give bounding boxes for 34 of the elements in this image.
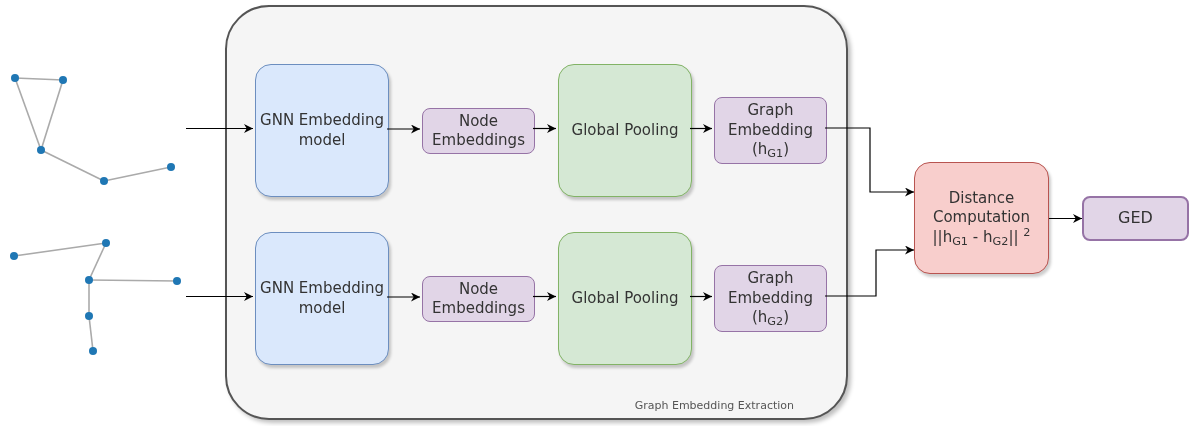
arrow: [1048, 214, 1083, 223]
group-label: Graph Embedding Extraction: [634, 397, 794, 414]
arrow: [185, 124, 254, 133]
arrow: [532, 124, 557, 133]
arrow: [824, 127, 915, 197]
box-label: Node Embeddings: [431, 279, 526, 319]
box-label: Distance Computation: [931, 188, 1032, 228]
embedding-box: [422, 108, 535, 154]
arrow: [386, 124, 421, 134]
box-label: GNN Embedding model: [259, 279, 385, 318]
box-label: Global Pooling: [570, 288, 680, 309]
model-box: [255, 232, 389, 365]
embedding-box: [714, 97, 827, 164]
arrow: [532, 292, 557, 301]
arrow: [689, 292, 713, 301]
box-label: GED: [1117, 208, 1154, 229]
output-box: [1082, 196, 1189, 241]
embedding-box: [714, 265, 827, 332]
formula-label: ||h$_{G1}$ - h$_{G2}$|| $^{2}$: [931, 227, 1032, 248]
embedding-box: [422, 276, 535, 322]
pooling-box: [558, 232, 692, 365]
group-panel: [225, 5, 848, 420]
box-label: GNN Embedding model: [259, 111, 385, 150]
arrow: [386, 292, 421, 302]
model-box: [255, 64, 389, 197]
box-label: Node Embeddings: [431, 111, 526, 151]
pooling-box: [558, 64, 692, 197]
distance-box: [914, 162, 1049, 274]
box-label: Graph Embedding (h$_{G2}$): [726, 269, 815, 328]
arrow: [689, 124, 713, 133]
arrow: [185, 292, 254, 301]
box-label: Graph Embedding (h$_{G1}$): [726, 101, 815, 160]
box-label: Global Pooling: [570, 120, 680, 141]
arrow: [824, 245, 915, 297]
